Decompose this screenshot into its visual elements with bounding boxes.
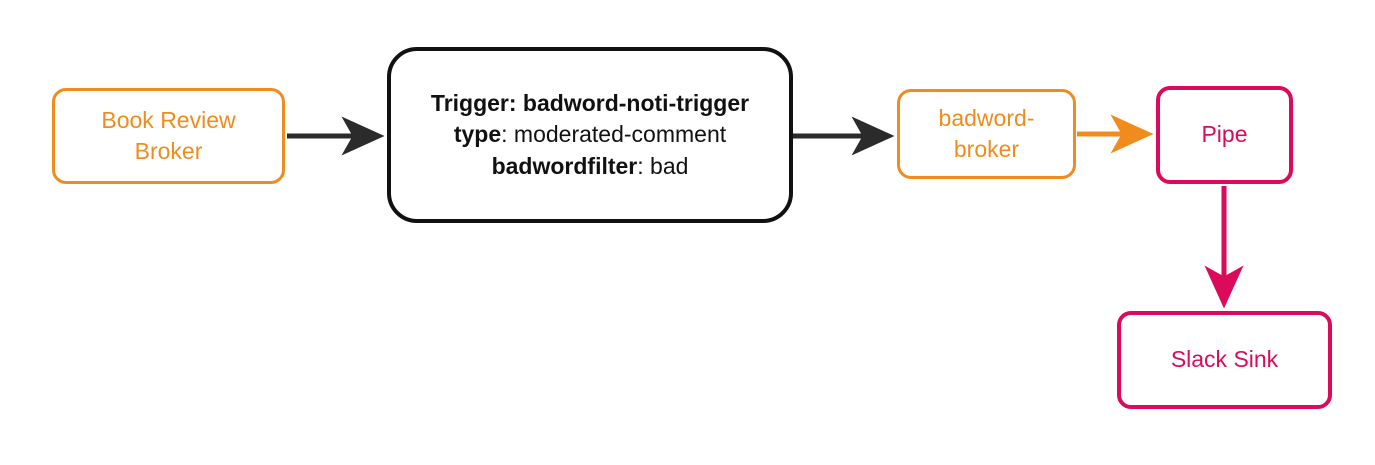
trigger-line-badwordfilter: badwordfilter: bad (492, 151, 689, 182)
node-pipe[interactable]: Pipe (1156, 86, 1293, 184)
node-slack-sink-label: Slack Sink (1170, 346, 1279, 373)
node-badword-broker-label: badword- broker (938, 104, 1035, 162)
trigger-line-badwordfilter-value: : bad (637, 152, 689, 179)
node-badword-broker[interactable]: badword- broker (897, 89, 1076, 179)
trigger-line-trigger-name: Trigger: badword-noti-trigger (431, 88, 749, 119)
trigger-line-type-value: : moderated-comment (501, 121, 727, 148)
trigger-line-badwordfilter-label: badwordfilter (491, 152, 638, 179)
node-book-review-broker-label: Book Review Broker (101, 106, 236, 164)
node-book-review-broker[interactable]: Book Review Broker (52, 88, 285, 184)
trigger-line-type: type: moderated-comment (454, 119, 726, 150)
node-badword-noti-trigger[interactable]: Trigger: badword-noti-trigger type: mode… (387, 47, 793, 223)
node-pipe-label: Pipe (1201, 121, 1248, 148)
trigger-line-type-label: type (453, 121, 502, 148)
trigger-line-trigger-name-text: Trigger: badword-noti-trigger (430, 90, 750, 117)
node-slack-sink[interactable]: Slack Sink (1117, 311, 1332, 409)
